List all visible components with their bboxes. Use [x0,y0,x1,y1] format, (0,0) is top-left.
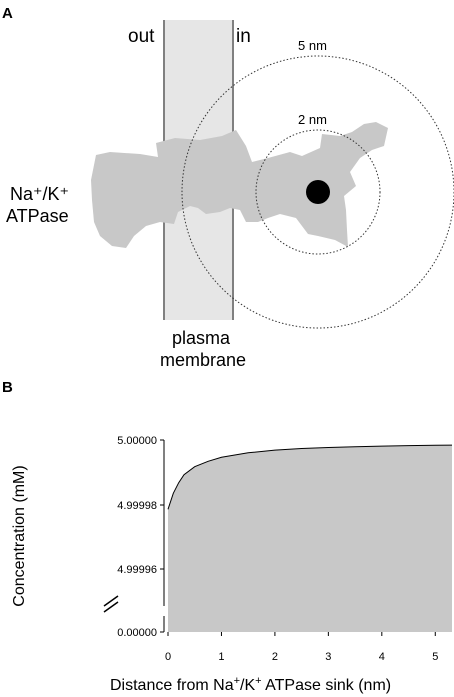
y-axis-title: Concentration (mM) [11,465,28,606]
x-axis-title-sup2: + [255,675,261,687]
y-tick-label: 0.00000 [117,627,157,639]
x-tick-label: 0 [165,651,171,663]
y-tick-label: 5.00000 [117,435,157,447]
atpase-sink [306,180,330,204]
radius-5nm-circle [181,55,454,329]
concentration-chart: 5.00000 4.99998 4.99996 0.00000 0 1 2 3 4 5 [103,435,453,663]
panel-a-letter: A [2,5,13,22]
protein-label-line2: ATPase [6,206,69,226]
x-axis-title-part3: ATPase sink (nm) [262,677,392,694]
radius-2nm-circle [255,129,381,255]
x-tick-label: 2 [272,651,278,663]
x-tick-label: 4 [379,651,385,663]
protein-label-line1: Na⁺/K⁺ [10,184,69,204]
y-tick-label: 4.99998 [117,500,157,512]
x-tick-label: 1 [218,651,224,663]
concentration-area [168,445,452,632]
x-tick-label: 5 [432,651,438,663]
y-tick-label: 4.99996 [117,564,157,576]
y-axis-break-mark-2 [103,601,119,613]
concentration-curve [167,444,453,510]
membrane-label-line1: plasma [172,328,231,348]
y-axis-break-mark-1 [103,595,119,607]
x-axis-title-part1: Distance from Na [110,677,234,694]
label-5nm: 5 nm [298,38,327,53]
label-2nm: 2 nm [298,112,327,127]
label-in: in [236,26,251,47]
na-k-atpase-protein [91,122,388,248]
membrane-label-line2: membrane [160,350,246,370]
panel-b-letter: B [2,379,13,396]
x-axis-title-part2: /K [240,677,255,694]
label-out: out [128,26,155,47]
x-axis-title-sup1: + [234,675,240,687]
x-tick-label: 3 [325,651,331,663]
x-axis-title: Distance from Na+/K+ ATPase sink (nm) [110,675,391,694]
